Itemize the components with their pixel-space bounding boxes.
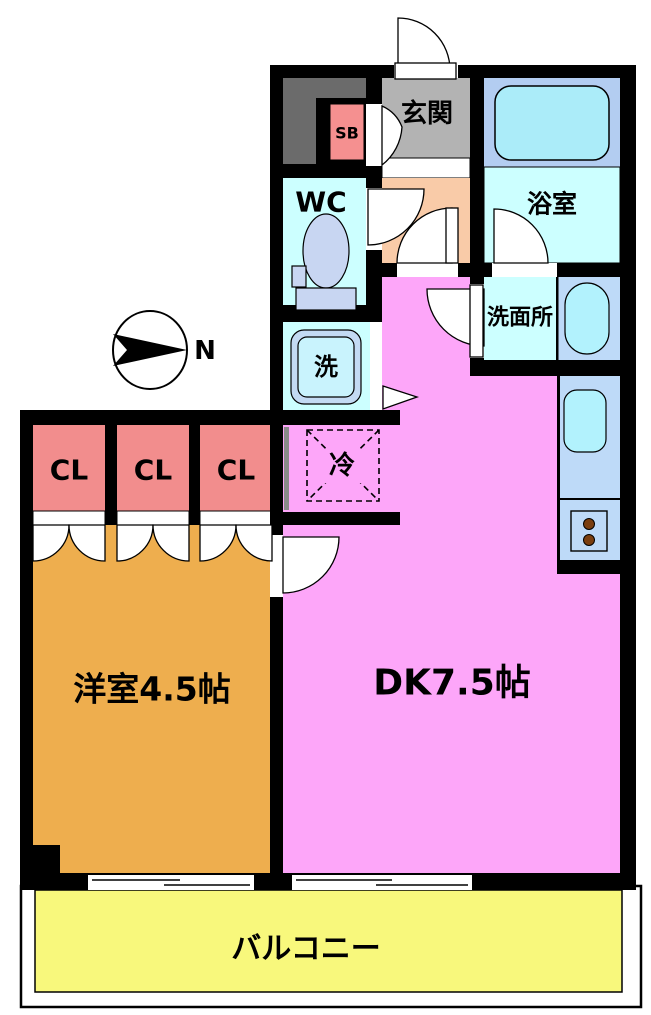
compass: N — [112, 310, 216, 390]
bath-door-swing — [493, 208, 549, 264]
washroom-door-leaf — [469, 284, 484, 358]
shoe-box — [329, 103, 365, 161]
bath-label: 浴室 — [527, 190, 577, 219]
doors — [32, 17, 549, 594]
laundry-pan-inner — [297, 336, 355, 398]
burner-icon — [583, 534, 595, 546]
burner-icon — [583, 518, 595, 530]
laundry-opening — [370, 322, 382, 412]
western-door-opening — [270, 535, 283, 597]
vanity-sink-icon — [564, 282, 610, 355]
entrance-door-swing — [397, 17, 451, 71]
sliding-windows — [92, 879, 468, 886]
wall-closet-top — [20, 410, 400, 425]
washroom-label: 洗面所 — [487, 306, 553, 331]
fixtures — [290, 85, 620, 560]
fridge-box — [306, 429, 380, 502]
closet3-opening — [199, 510, 273, 526]
dk-floor-main — [283, 525, 620, 877]
closet-door-opening — [366, 104, 382, 166]
closet1-opening — [32, 510, 106, 526]
entrance-door-leaf — [394, 62, 457, 80]
genkan-label: 玄関 — [401, 98, 453, 129]
closet2-floor — [117, 425, 189, 511]
toilet-tank-icon — [295, 287, 357, 311]
window1-opening — [88, 875, 254, 890]
wall-counter-bottom — [557, 560, 636, 574]
hall-dk-door-leaf — [445, 207, 459, 264]
genkan-step — [381, 157, 471, 179]
closet2-label: CL — [134, 454, 173, 487]
dk-floor-mid — [382, 376, 560, 525]
closet1-floor — [33, 425, 105, 511]
dk-label: DK7.5帖 — [373, 663, 531, 704]
shoe-box-label: SB — [335, 124, 359, 143]
compass-north-label: N — [194, 336, 216, 366]
window2-opening — [292, 875, 472, 890]
bath-door-opening — [492, 263, 557, 277]
western-room-floor — [33, 511, 270, 877]
laundry-door-fold — [382, 385, 420, 410]
wall-room-divider — [270, 423, 283, 890]
hall-dk-opening — [397, 263, 458, 277]
wall-washroom-bottom — [470, 360, 636, 376]
genkan-closet-door — [381, 104, 403, 167]
vanity-edge — [556, 277, 559, 360]
wc-label: WC — [295, 186, 346, 219]
wall-upper-left — [270, 65, 283, 425]
western-door-swing — [282, 536, 340, 594]
closet3-label: CL — [217, 454, 256, 487]
wall-nook-stub — [270, 512, 400, 525]
toilet-flush-icon — [291, 265, 307, 288]
wall-closet-div2 — [189, 423, 200, 525]
balcony-floor — [34, 889, 623, 993]
western-room-label: 洋室4.5帖 — [73, 670, 230, 709]
compass-arrow-icon — [113, 334, 187, 366]
closet3-door-right — [235, 524, 273, 562]
balcony-label: バルコニー — [231, 932, 380, 967]
balcony — [19, 884, 643, 1009]
wall-right — [620, 65, 636, 890]
bathtub-icon — [494, 85, 610, 161]
closet2-opening — [116, 510, 190, 526]
toilet-bowl-icon — [302, 213, 350, 289]
closet2-door-right — [152, 524, 190, 562]
wall-left — [20, 410, 33, 890]
room-labels: 玄関 SB WC 浴室 洗面所 洗 冷 CL CL CL 洋室4.5帖 DK7.… — [50, 98, 577, 967]
nook-shading — [284, 427, 289, 510]
closet1-label: CL — [50, 454, 89, 487]
closet1-door-right — [68, 524, 106, 562]
kitchen-counter-divider — [560, 498, 620, 500]
wall-corner-pillar — [22, 845, 60, 890]
laundry-label: 洗 — [314, 353, 338, 381]
fridge-label: 冷 — [329, 450, 355, 481]
wc-door-swing — [367, 188, 425, 246]
stove-icon — [570, 510, 608, 552]
wall-ps-wc — [270, 164, 382, 178]
kitchen-sink-icon — [563, 389, 607, 453]
closet3-floor — [200, 425, 272, 511]
wall-closet-div1 — [105, 423, 117, 525]
kitchen-counter-edge — [557, 376, 560, 560]
fridge-label-bg — [322, 449, 362, 483]
